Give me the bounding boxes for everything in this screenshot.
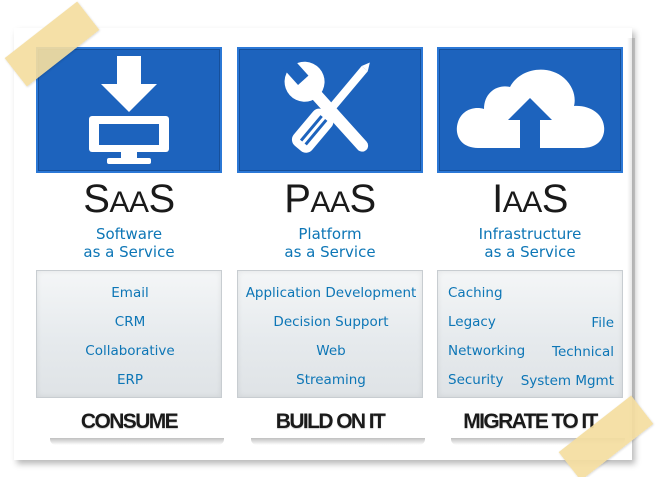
- paas-action-label: BUILD ON IT: [275, 410, 386, 433]
- iaas-item-security: Security: [448, 372, 504, 388]
- paas-subtitle-line2: as a Service: [284, 243, 376, 261]
- paas-action-shadow: [251, 438, 425, 445]
- iaas-subtitle-line1: Infrastructure: [478, 225, 582, 243]
- paas-item-streaming: Streaming: [296, 372, 366, 388]
- saas-item-erp: ERP: [116, 372, 144, 388]
- saas-subtitle-line1: Software: [95, 225, 163, 243]
- iaas-item-legacy: Legacy: [448, 314, 496, 330]
- saas-subtitle-line2: as a Service: [83, 243, 175, 261]
- iaas-action-shadow: [451, 438, 625, 445]
- iaas-item-technical: Technical: [552, 344, 614, 360]
- iaas-item-system-mgmt: System Mgmt: [520, 373, 614, 389]
- download-monitor-icon: [89, 56, 169, 164]
- iaas-item-caching: Caching: [448, 285, 503, 301]
- saas-item-crm: CRM: [114, 314, 146, 330]
- iaas-items-panel: Caching Legacy Networking Security File …: [437, 270, 623, 398]
- saas-tile: [36, 47, 222, 173]
- iaas-title: IAAS: [492, 177, 568, 221]
- saas-action-shadow: [50, 438, 224, 445]
- card-edge-shadow: [627, 38, 635, 438]
- saas-item-email: Email: [111, 285, 149, 301]
- saas-title: SAAS: [83, 177, 175, 221]
- paas-item-web: Web: [316, 343, 346, 359]
- iaas-item-networking: Networking: [448, 343, 526, 359]
- saas-action-label: CONSUME: [80, 410, 179, 433]
- iaas-subtitle-line2: as a Service: [484, 243, 576, 261]
- saas-items-panel: Email CRM Collaborative ERP: [36, 270, 222, 398]
- iaas-item-file: File: [591, 315, 614, 331]
- paas-tile: [237, 47, 423, 173]
- paas-item-decision-support: Decision Support: [273, 314, 389, 330]
- wrench-screwdriver-icon: [283, 59, 370, 153]
- paas-title: PAAS: [284, 177, 376, 221]
- cloud-upload-icon: [456, 69, 605, 148]
- iaas-tile: [437, 47, 623, 173]
- iaas-action-label: MIGRATE TO IT: [463, 410, 598, 433]
- saas-item-collaborative: Collaborative: [85, 343, 175, 359]
- paas-subtitle-line1: Platform: [298, 225, 362, 243]
- paas-items-panel: Application Development Decision Support…: [237, 270, 423, 398]
- paas-item-application-development: Application Development: [245, 285, 417, 301]
